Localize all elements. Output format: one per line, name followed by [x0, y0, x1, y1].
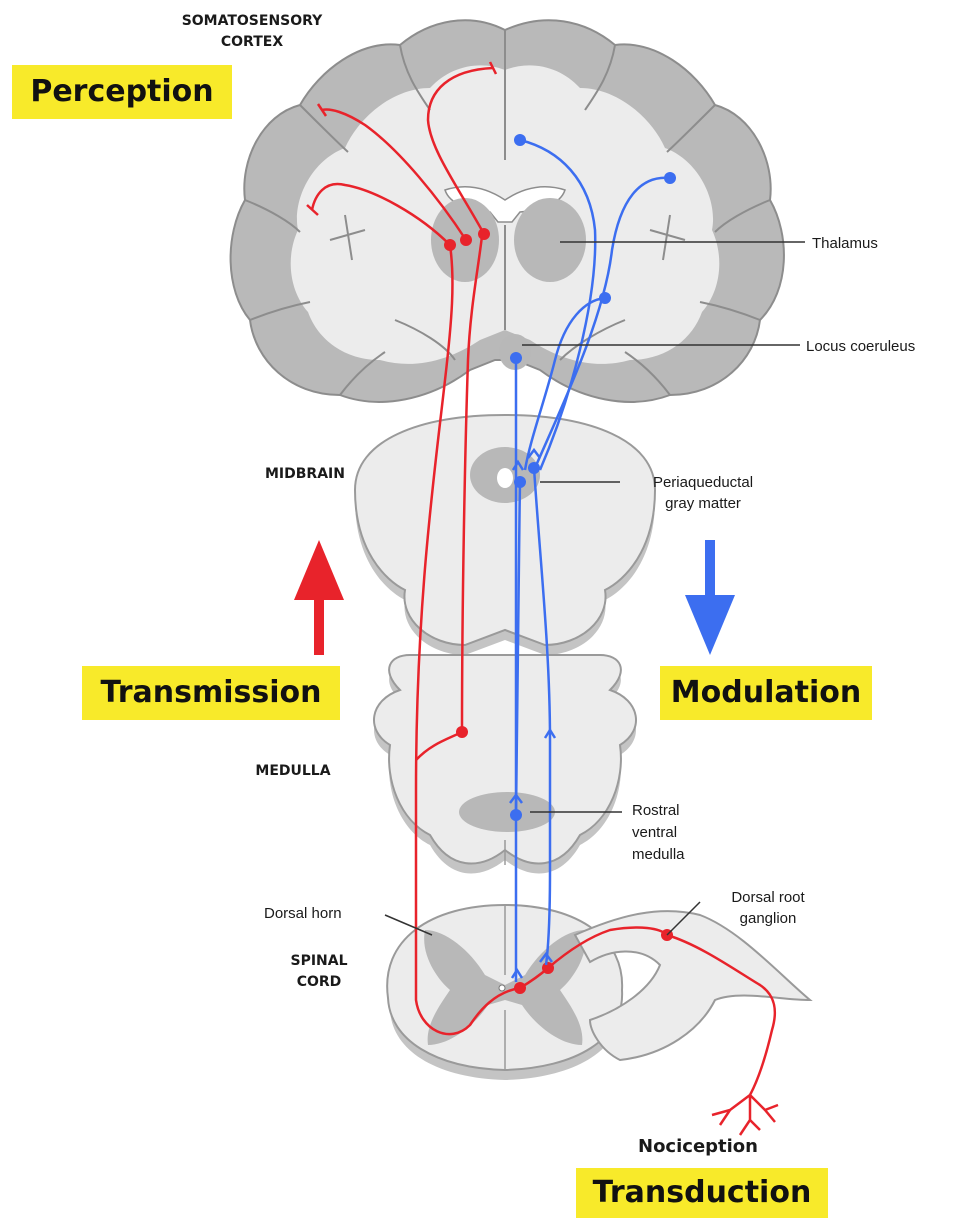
rvm-neuron: [510, 809, 522, 821]
locus-coeruleus-label: Locus coeruleus: [806, 338, 915, 355]
free-nerve-endings: [712, 1095, 778, 1135]
drg-label-line1: Dorsal root: [731, 889, 805, 906]
cortex-label-line1: SOMATOSENSORY: [182, 13, 323, 29]
pag-neuron-1: [514, 476, 526, 488]
spinal-cord-section: [387, 905, 810, 1080]
pag-label-line2: gray matter: [665, 495, 741, 512]
pag-neuron-2: [528, 462, 540, 474]
modulation-arrow: [685, 540, 735, 655]
central-canal: [499, 985, 505, 991]
cortical-neuron-3: [599, 292, 611, 304]
cortical-neuron-2: [664, 172, 676, 184]
thalamic-neuron-1: [444, 239, 456, 251]
midbrain-label: MIDBRAIN: [265, 466, 345, 482]
cerebral-aqueduct: [497, 468, 513, 488]
rvm-label-line1: Rostral: [632, 802, 680, 819]
cortical-neuron-1: [514, 134, 526, 146]
dorsal-horn-neuron-2: [542, 962, 554, 974]
medullary-neuron: [456, 726, 468, 738]
transmission-arrow: [294, 540, 344, 655]
thalamic-neuron-3: [478, 228, 490, 240]
dorsal-horn-label: Dorsal horn: [264, 905, 342, 922]
midbrain-section: [355, 415, 655, 655]
medulla-section: [374, 655, 636, 874]
thalamus-right: [514, 198, 586, 282]
rvm-label-line2: ventral: [632, 824, 677, 841]
transmission-stage-label: Transmission: [82, 666, 340, 720]
modulation-stage-label: Modulation: [660, 666, 872, 720]
spinal-cord-label-line1: SPINAL: [290, 953, 347, 969]
locus-coeruleus-neuron: [510, 352, 522, 364]
pag-label-line1: Periaqueductal: [653, 474, 753, 491]
nociception-label: Nociception: [638, 1136, 758, 1157]
cortex-label-line2: CORTEX: [221, 34, 283, 50]
thalamic-neuron-2: [460, 234, 472, 246]
drg-label-line2: ganglion: [740, 910, 797, 927]
transduction-stage-label: Transduction: [576, 1168, 828, 1218]
dorsal-horn-neuron-1: [514, 982, 526, 994]
medulla-label: MEDULLA: [255, 763, 330, 779]
thalamus-label: Thalamus: [812, 235, 878, 252]
spinal-cord-label-line2: CORD: [297, 974, 342, 990]
rvm-label-line3: medulla: [632, 846, 685, 863]
perception-stage-label: Perception: [12, 65, 232, 119]
